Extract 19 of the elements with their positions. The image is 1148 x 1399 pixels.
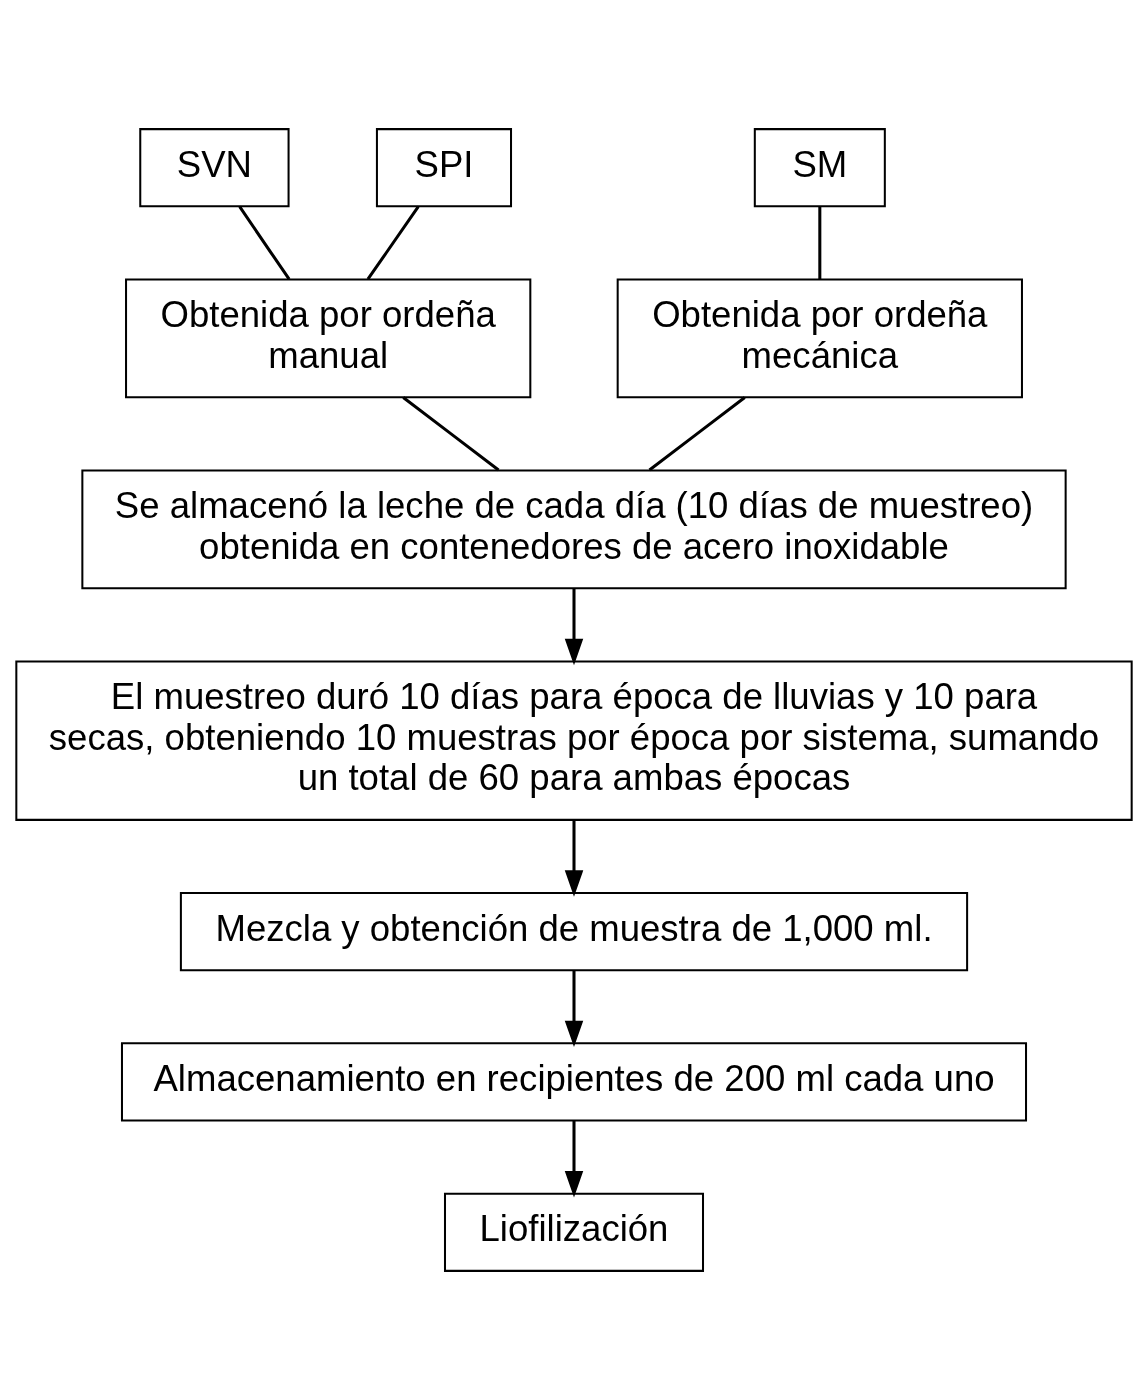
connector xyxy=(366,205,420,280)
node-box: Se almacenó la leche de cada día (10 días de muestreo) obtenida en contenedores de acero inoxidable xyxy=(81,468,1067,589)
arrow xyxy=(564,819,584,897)
node-box: SM xyxy=(753,127,886,207)
node-box: Obtenida por ordeña mecánica xyxy=(616,277,1023,398)
arrow xyxy=(564,1120,584,1197)
node-box: Obtenida por ordeña manual xyxy=(125,277,532,398)
connector xyxy=(648,395,746,471)
node-box: Mezcla y obtención de muestra de 1,000 ml. xyxy=(179,891,969,971)
node-box: Liofilización xyxy=(443,1192,705,1272)
node-box: El muestreo duró 10 días para época de lluvias y 10 para secas, obteniendo 10 muestras por época por sistema, sumando un total de 60 para ambas épocas xyxy=(15,659,1133,821)
node-box: SVN xyxy=(139,127,290,207)
connector xyxy=(238,205,291,280)
connector xyxy=(818,206,822,279)
arrow xyxy=(564,588,584,665)
node-box: SPI xyxy=(375,127,513,207)
connector xyxy=(402,395,500,471)
node-box: Almacenamiento en recipientes de 200 ml cada uno xyxy=(120,1041,1028,1122)
arrow xyxy=(564,970,584,1047)
